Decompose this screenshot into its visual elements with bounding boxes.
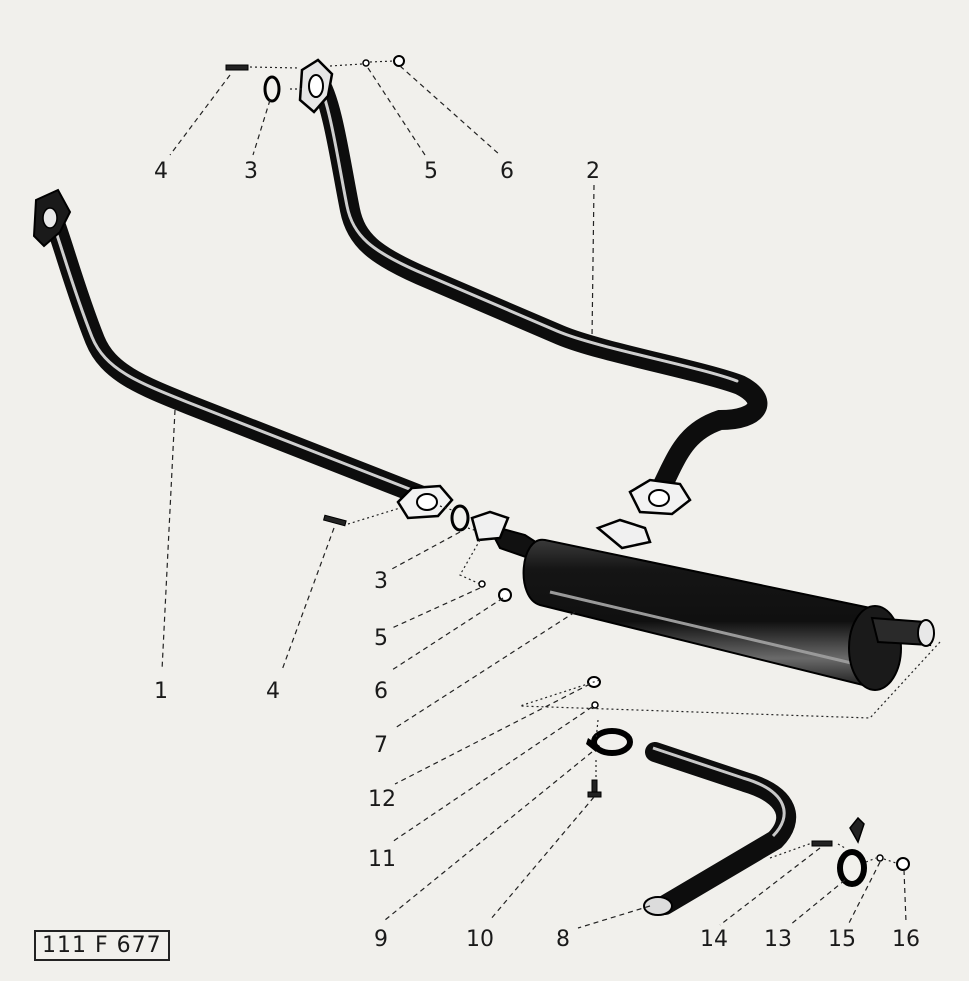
- assembly-lines: [249, 60, 941, 864]
- exhaust-pipe-right: [298, 58, 768, 516]
- clamp-bolt: [587, 779, 602, 798]
- gasket-ring-top: [263, 75, 281, 103]
- callout-6-mid: 6: [374, 679, 388, 704]
- callout-7: 7: [374, 733, 388, 758]
- callout-16: 16: [892, 927, 920, 952]
- callout-6-top: 6: [500, 159, 514, 184]
- gasket-ring-mid: [450, 504, 470, 532]
- bolt-top: [225, 64, 249, 71]
- washer-mid: [478, 580, 486, 588]
- callout-2: 2: [586, 159, 600, 184]
- silencer: [470, 510, 935, 691]
- tail-clamp-washer: [876, 854, 884, 862]
- callout-10: 10: [466, 927, 494, 952]
- callout-3-mid: 3: [374, 569, 388, 594]
- callout-leaders: [161, 65, 907, 929]
- callout-12: 12: [368, 787, 396, 812]
- callout-14: 14: [700, 927, 728, 952]
- callout-4-mid: 4: [266, 679, 280, 704]
- callout-labels: 4 3 5 6 2 3 5 6 1 4 7 12 11 9 10 8 14 13…: [154, 159, 920, 952]
- tail-pipe-clamp: [837, 816, 867, 887]
- washer-top: [362, 59, 370, 67]
- bolt-mid: [322, 514, 347, 527]
- callout-13: 13: [764, 927, 792, 952]
- exhaust-pipe-left: [32, 188, 454, 520]
- nut-top: [393, 55, 405, 67]
- callout-9: 9: [374, 927, 388, 952]
- clamp-washer: [591, 701, 599, 709]
- tail-pipe: [643, 742, 797, 916]
- callout-5-top: 5: [424, 159, 438, 184]
- callout-15: 15: [828, 927, 856, 952]
- callout-4-top: 4: [154, 159, 168, 184]
- tail-clamp-nut: [896, 857, 910, 871]
- clamp: [586, 728, 633, 756]
- callout-1: 1: [154, 679, 168, 704]
- callout-3-top: 3: [244, 159, 258, 184]
- drawing-reference: 111 F 677: [34, 930, 170, 961]
- callout-8: 8: [556, 927, 570, 952]
- tail-clamp-bolt: [811, 840, 833, 847]
- callout-11: 11: [368, 847, 396, 872]
- callout-5-mid: 5: [374, 626, 388, 651]
